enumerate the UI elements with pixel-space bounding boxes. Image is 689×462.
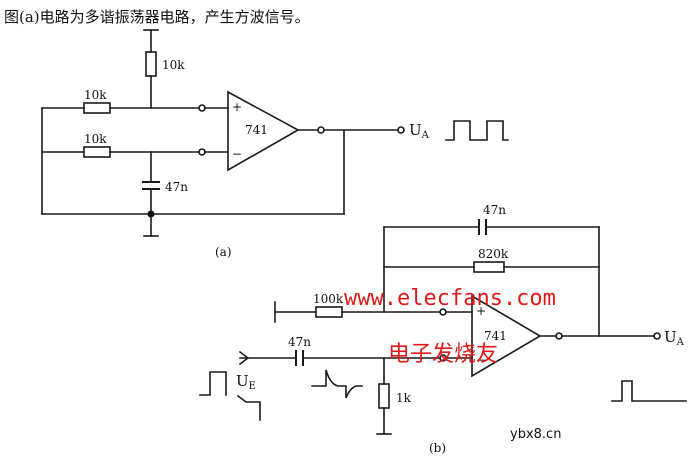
resistor-a-top-label: 10k [162,58,185,72]
circuit-a: 10k 10k 10k 47n 741 + − [41,29,509,259]
resistor-a-plus-label: 10k [84,88,107,102]
input-pulse-wave [199,371,227,396]
resistor-a-minus [83,146,111,158]
resistor-b-feedback-label: 820k [478,247,509,261]
resistor-b-ground [378,383,390,409]
output-b-label: UA [664,328,685,348]
circuit-b: 47n 820k 100k 47n 1k 741 [199,203,687,455]
resistor-a-top [145,51,157,77]
opamp-a [227,90,300,172]
output-a-label: UA [409,121,430,141]
junction-a [147,210,155,218]
opamp-a-minus: − [232,147,242,161]
resistor-b-ground-label: 1k [396,391,412,405]
capacitor-b-feedback-label: 47n [483,203,506,217]
input-b-label: UE [236,372,256,392]
watermark-url: www.elecfans.com [344,286,556,311]
opamp-b-minus: − [476,353,486,367]
caption-text: 图(a)电路为多谐振荡器电路，产生方波信号。 [4,8,310,26]
square-wave-a [445,120,509,141]
opamp-a-plus: + [232,100,242,114]
resistor-b-feedback [473,261,505,273]
watermark-site: ybx8.cn [510,427,561,442]
resistor-a-plus [83,102,111,114]
resistor-b-input [315,306,343,318]
opamp-b-plus: + [476,304,486,318]
spike-waveform [311,369,363,399]
resistor-b-input-label: 100k [313,292,344,306]
opamp-b-label: 741 [484,329,507,343]
resistor-a-minus-label: 10k [84,132,107,146]
circuit-a-label: (a) [215,245,232,259]
opamp-a-label: 741 [245,123,268,137]
capacitor-a-label: 47n [165,180,188,194]
output-pulse-wave [611,380,687,402]
circuit-b-label: (b) [429,441,446,455]
opamp-b [471,294,542,378]
watermark-cn: 电子发烧友 [388,342,498,367]
capacitor-b-input-label: 47n [288,335,311,349]
